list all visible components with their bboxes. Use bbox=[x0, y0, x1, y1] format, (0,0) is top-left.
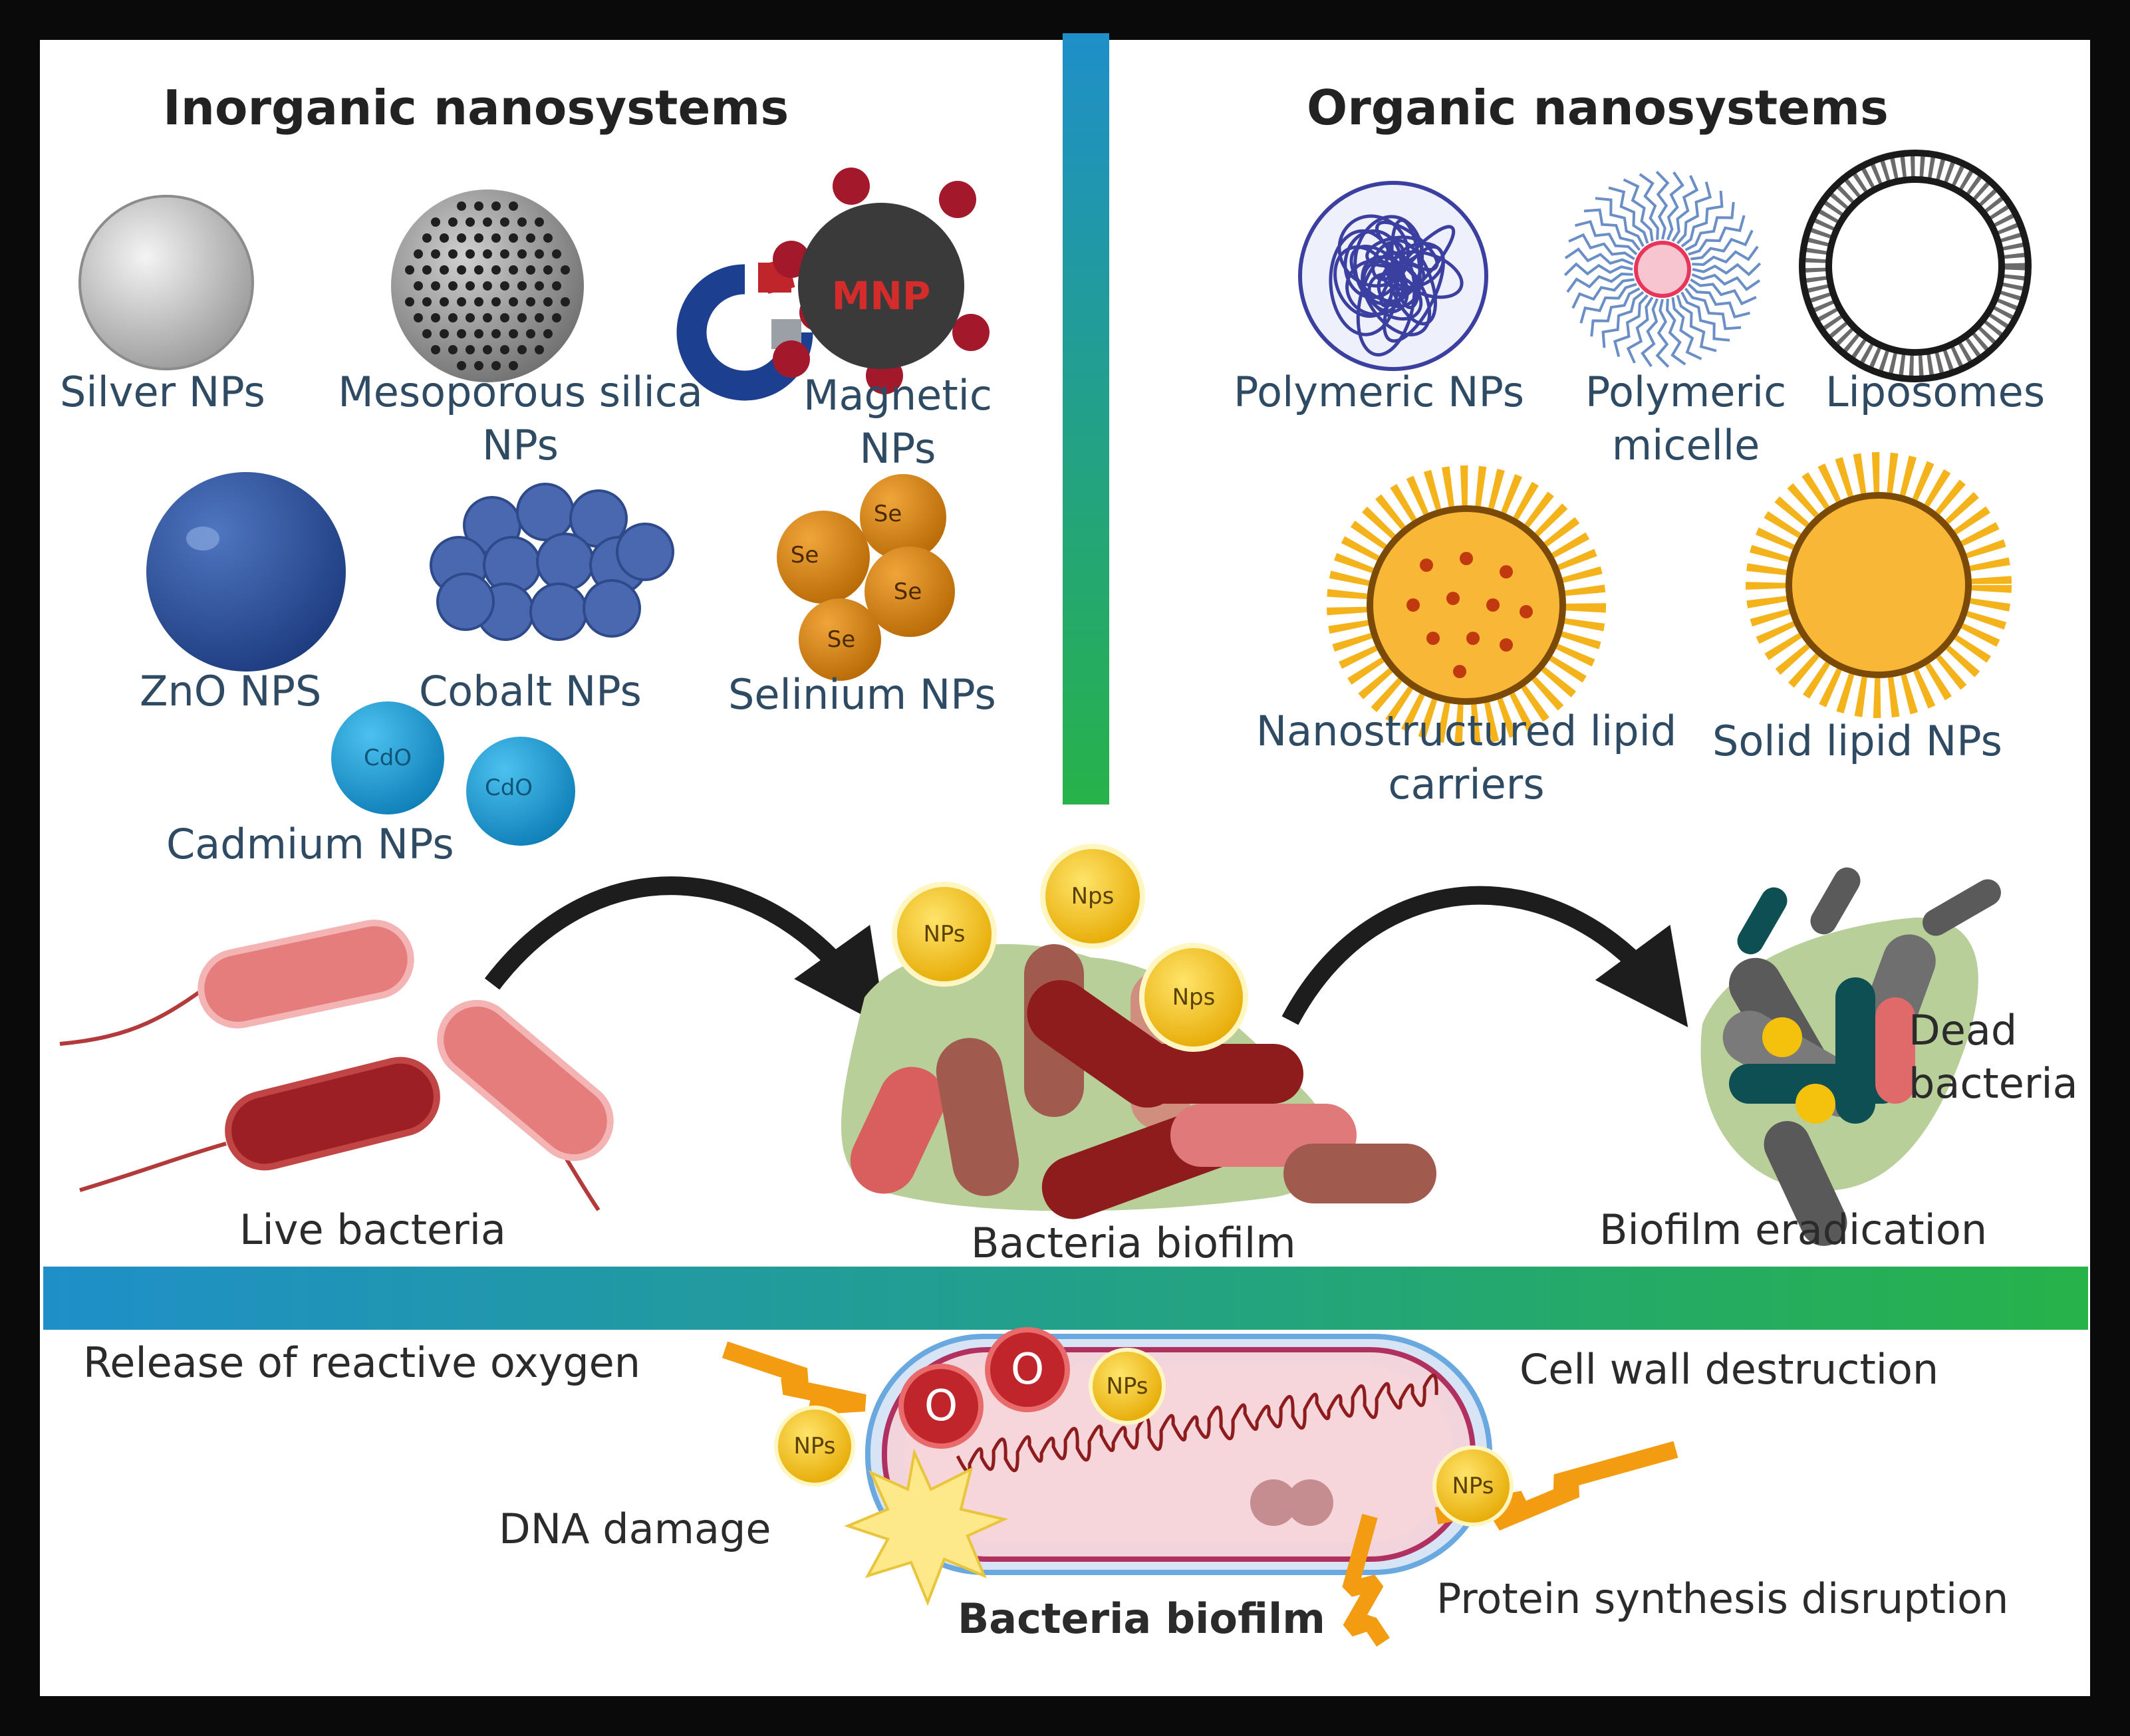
magnetic-np-label: Magnetic NPs bbox=[803, 371, 992, 473]
vertical-divider bbox=[1063, 33, 1109, 805]
biofilm-label: Bacteria biofilm bbox=[971, 1219, 1296, 1267]
ros-label: Release of reactive oxygen bbox=[83, 1338, 641, 1387]
dna-damage-label: DNA damage bbox=[499, 1505, 771, 1553]
cell-wall-label: Cell wall destruction bbox=[1520, 1345, 1939, 1394]
svg-text:Se: Se bbox=[894, 578, 922, 605]
dead-bacteria-label: Dead bacteria bbox=[1909, 1006, 2078, 1108]
svg-text:NPs: NPs bbox=[793, 1433, 835, 1459]
arrow-to-eradication bbox=[1281, 886, 1688, 1028]
live-bacteria-icon bbox=[59, 920, 614, 1211]
zno-np-icon bbox=[146, 472, 346, 672]
cobalt-np-label: Cobalt NPs bbox=[419, 667, 642, 715]
selenium-np-icon: Se Se Se Se bbox=[777, 474, 955, 681]
protein-label: Protein synthesis disruption bbox=[1436, 1574, 2009, 1623]
horizontal-divider bbox=[43, 1267, 2088, 1330]
svg-text:Se: Se bbox=[874, 501, 902, 527]
eradication-label: Biofilm eradication bbox=[1599, 1205, 1988, 1254]
silver-np-label: Silver NPs bbox=[60, 368, 265, 416]
svg-text:NPs: NPs bbox=[923, 921, 965, 947]
polymeric-np-icon bbox=[1298, 181, 1488, 371]
sln-label: Solid lipid NPs bbox=[1712, 717, 2002, 765]
biofilm-icon: NPs Nps Nps bbox=[841, 844, 1436, 1219]
mechanism-title: Bacteria biofilm bbox=[958, 1594, 1325, 1643]
selenium-np-label: Selinium NPs bbox=[728, 670, 996, 719]
silica-np-label: Mesoporous silica NPs bbox=[338, 368, 703, 469]
mnp-tag: MNP bbox=[832, 273, 931, 318]
ros-tag: O bbox=[1011, 1345, 1044, 1394]
svg-text:NPs: NPs bbox=[1452, 1473, 1494, 1499]
dead-bacteria-icon bbox=[1700, 867, 2001, 1246]
cadmium-np-label: Cadmium NPs bbox=[166, 820, 454, 868]
sln-icon bbox=[1746, 452, 2012, 718]
svg-text:NPs: NPs bbox=[1106, 1373, 1148, 1400]
svg-text:Se: Se bbox=[827, 626, 856, 653]
svg-text:Nps: Nps bbox=[1071, 883, 1115, 910]
silver-np-icon bbox=[78, 195, 254, 370]
svg-text:CdO: CdO bbox=[364, 745, 412, 771]
polymeric-micelle-icon bbox=[1563, 170, 1762, 368]
svg-text:Nps: Nps bbox=[1172, 984, 1216, 1011]
lightning-bolt-icon bbox=[1342, 1513, 1390, 1647]
nlc-icon bbox=[1327, 465, 1606, 745]
liposome-icon bbox=[1799, 150, 2032, 382]
polymeric-micelle-label: Polymeric micelle bbox=[1585, 368, 1787, 469]
cobalt-np-icon bbox=[430, 483, 674, 641]
cadmium-np-icon: CdO CdO bbox=[331, 701, 575, 846]
svg-text:Se: Se bbox=[791, 542, 819, 568]
liposome-label: Liposomes bbox=[1825, 368, 2046, 416]
arrow-to-biofilm bbox=[484, 876, 886, 1028]
zno-np-label: ZnO NPS bbox=[140, 667, 322, 715]
ros-tag: O bbox=[924, 1382, 958, 1431]
inorganic-heading: Inorganic nanosystems bbox=[163, 80, 789, 136]
magnetic-np-icon: MNP bbox=[676, 168, 990, 401]
polymeric-np-label: Polymeric NPs bbox=[1234, 368, 1525, 416]
live-bacteria-label: Live bacteria bbox=[239, 1205, 506, 1254]
organic-heading: Organic nanosystems bbox=[1307, 80, 1889, 136]
silica-np-icon bbox=[391, 189, 584, 382]
nlc-label: Nanostructured lipid carriers bbox=[1256, 707, 1677, 808]
svg-text:CdO: CdO bbox=[485, 775, 533, 801]
starburst-icon bbox=[844, 1448, 1009, 1606]
